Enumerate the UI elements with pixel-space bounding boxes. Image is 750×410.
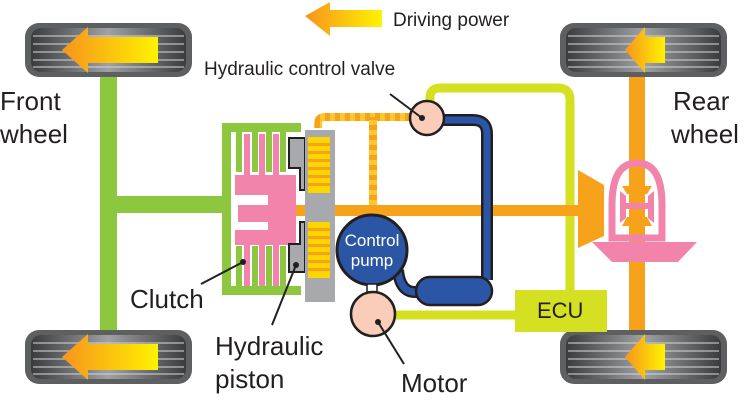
ecu-label: ECU	[537, 298, 584, 323]
hydraulic-lines	[392, 114, 494, 307]
hydraulic-control-valve-label: Hydraulic control valve	[204, 59, 396, 80]
hydraulic-piston-label-line1: Hydraulic	[215, 331, 324, 361]
clutch-label: Clutch	[130, 284, 204, 314]
ecu-signal-lines	[394, 83, 575, 320]
front-bottom-arrow-icon	[62, 334, 158, 380]
hydraulic-piston-label-line2: piston	[215, 364, 285, 394]
piston-pointer-line	[271, 264, 297, 326]
legend-label: Driving power	[393, 10, 510, 31]
rear-wheel-label-line1: Rear	[673, 86, 730, 116]
valve-pointer-line	[389, 93, 423, 119]
oil-lines	[314, 113, 415, 207]
clutch-assembly	[222, 123, 301, 295]
motor-pointer-line	[377, 321, 405, 365]
legend-arrow-icon	[305, 2, 382, 36]
control-pump-label-line1: Control	[344, 231, 400, 250]
rear-pinion	[578, 170, 604, 248]
hydraulic-piston	[288, 130, 335, 302]
front-wheel-label-line2: wheel	[0, 119, 68, 149]
hydraulic-control-valve	[408, 99, 446, 137]
rear-wheel-label-line2: wheel	[671, 119, 739, 149]
rear-top-arrow-icon	[625, 27, 665, 73]
front-axle	[100, 75, 230, 345]
rear-axle	[629, 75, 645, 345]
clutch-pointer-line	[200, 261, 244, 285]
front-top-arrow-icon	[62, 27, 158, 73]
rear-bottom-arrow-icon	[625, 334, 665, 380]
front-wheel-label-line1: Front	[0, 86, 61, 116]
motor	[349, 290, 397, 338]
control-pump-label-line2: pump	[350, 251, 394, 270]
ecu-box	[515, 290, 607, 332]
motor-label: Motor	[401, 368, 468, 398]
rear-differential	[592, 159, 697, 262]
drive-shaft	[295, 205, 587, 216]
